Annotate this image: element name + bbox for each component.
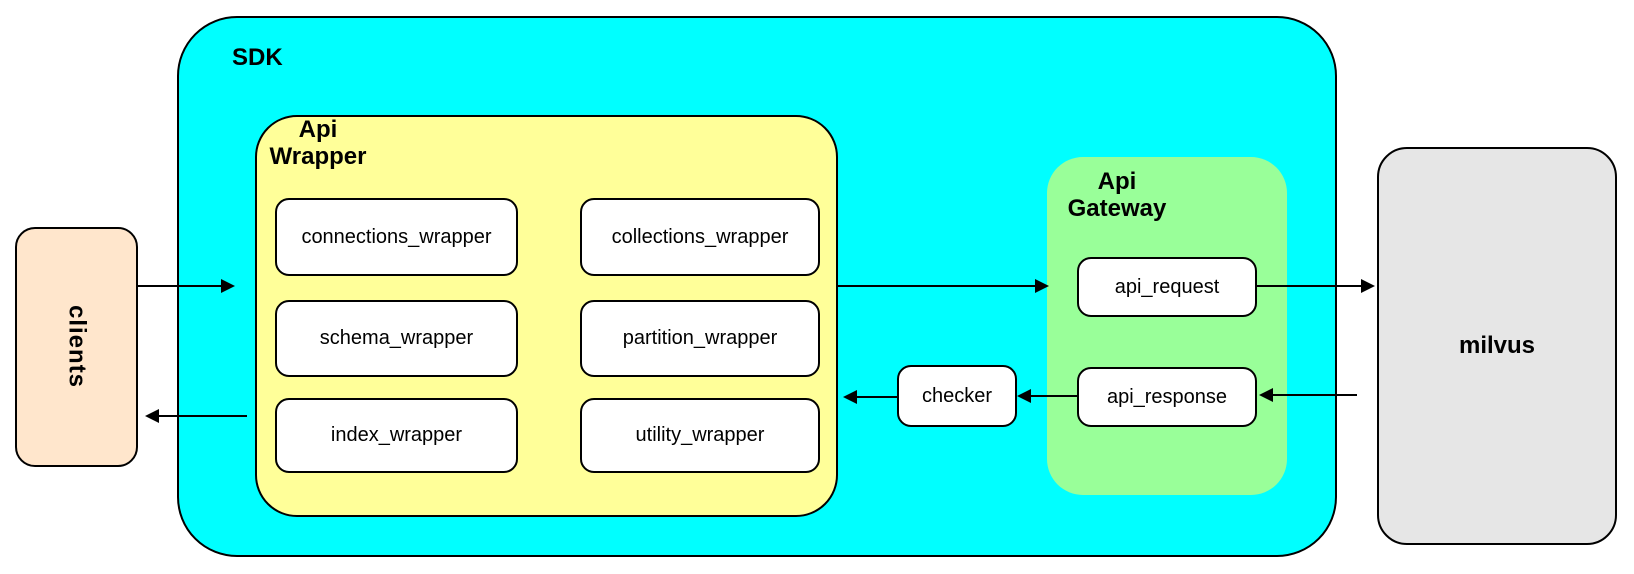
clients-label: clients — [63, 305, 91, 389]
arrow-line — [1029, 395, 1077, 397]
arrow-line — [138, 285, 223, 287]
api-gateway-label-line1: Api — [1097, 168, 1137, 195]
clients-node: clients — [15, 227, 138, 467]
checker-node: checker — [897, 365, 1017, 427]
api-wrapper-label: Api Wrapper — [262, 116, 374, 170]
schema-wrapper-label: schema_wrapper — [319, 327, 474, 349]
index-wrapper-label: index_wrapper — [330, 424, 463, 446]
arrow-line — [855, 396, 897, 398]
sdk-label: SDK — [232, 44, 283, 71]
checker-label: checker — [921, 384, 993, 407]
api-response-node: api_response — [1077, 367, 1257, 427]
milvus-node: milvus — [1377, 147, 1617, 545]
arrow-line — [1257, 285, 1362, 287]
arrowhead-right-icon — [1035, 279, 1049, 293]
arrowhead-left-icon — [843, 390, 857, 404]
milvus-label: milvus — [1458, 332, 1536, 359]
utility-wrapper-label: utility_wrapper — [635, 424, 765, 446]
schema-wrapper-node: schema_wrapper — [275, 300, 518, 377]
utility-wrapper-node: utility_wrapper — [580, 398, 820, 473]
arrow-line — [157, 415, 247, 417]
connections-wrapper-node: connections_wrapper — [275, 198, 518, 276]
arrow-line — [837, 285, 1037, 287]
api-request-node: api_request — [1077, 257, 1257, 317]
partition-wrapper-node: partition_wrapper — [580, 300, 820, 377]
api-gateway-label-line2: Gateway — [1067, 195, 1167, 222]
collections-wrapper-node: collections_wrapper — [580, 198, 820, 276]
api-wrapper-label-line2: Wrapper — [269, 143, 367, 170]
api-response-label: api_response — [1106, 385, 1228, 408]
arrowhead-left-icon — [145, 409, 159, 423]
collections-wrapper-label: collections_wrapper — [611, 225, 789, 248]
arrowhead-right-icon — [1361, 279, 1375, 293]
api-wrapper-label-line1: Api — [298, 116, 338, 143]
arrowhead-left-icon — [1259, 388, 1273, 402]
partition-wrapper-label: partition_wrapper — [622, 327, 778, 349]
connections-wrapper-label: connections_wrapper — [301, 225, 492, 248]
arrowhead-right-icon — [221, 279, 235, 293]
arrowhead-left-icon — [1017, 389, 1031, 403]
api-request-label: api_request — [1114, 275, 1220, 298]
index-wrapper-node: index_wrapper — [275, 398, 518, 473]
api-gateway-label: Api Gateway — [1062, 168, 1172, 222]
arrow-line — [1271, 394, 1357, 396]
api-gateway-container — [1047, 157, 1287, 495]
